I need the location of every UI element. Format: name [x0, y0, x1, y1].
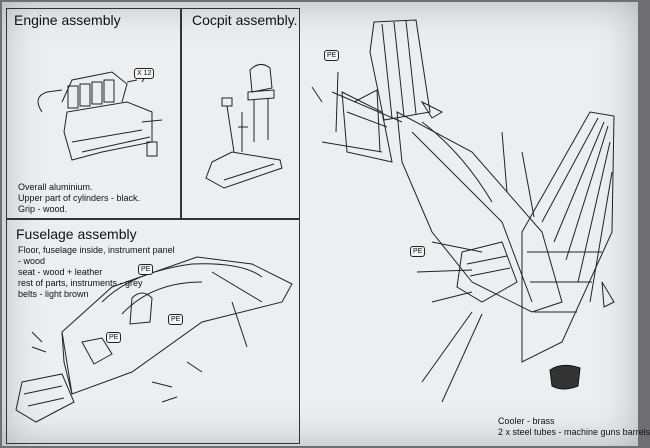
- pe-tag: PE: [138, 264, 154, 275]
- engine-note-3: Grip - wood.: [18, 204, 68, 214]
- engine-title: Engine assembly: [14, 12, 121, 28]
- engine-note-2: Upper part of cylinders - black.: [18, 193, 141, 203]
- pe-tag: PE: [324, 50, 340, 61]
- cockpit-title: Cocpit assembly.: [192, 12, 298, 28]
- fuselage-drawing: [15, 256, 293, 423]
- pe-tag: PE: [410, 246, 426, 257]
- cooler-note: Cooler - brass: [498, 416, 555, 426]
- engine-note-1: Overall aluminium.: [18, 182, 93, 192]
- quantity-tag: X 12: [134, 68, 155, 79]
- engine-drawing: [37, 71, 163, 161]
- pe-tag: PE: [168, 314, 184, 325]
- pe-tag: PE: [106, 332, 122, 343]
- fuselage-panel: [6, 218, 300, 444]
- fuselage-note-2: - wood: [18, 256, 46, 266]
- fuselage-note-1: Floor, fuselage inside, instrument panel: [18, 245, 175, 255]
- cockpit-panel: [180, 8, 300, 220]
- cooler-drawing: [549, 364, 581, 390]
- barrels-note: 2 x steel tubes - machine guns barrels: [498, 427, 650, 437]
- fuselage-note-4: rest of parts, instruments - grey: [18, 278, 143, 288]
- fuselage-note-5: belts - light brown: [18, 289, 89, 299]
- assembly-drawings: [15, 19, 615, 423]
- fuselage-title: Fuselage assembly: [16, 226, 137, 242]
- engine-panel: [6, 8, 182, 220]
- cockpit-drawing: [205, 64, 283, 189]
- aircraft-drawing: [311, 19, 615, 403]
- fuselage-note-3: seat - wood + leather: [18, 267, 103, 277]
